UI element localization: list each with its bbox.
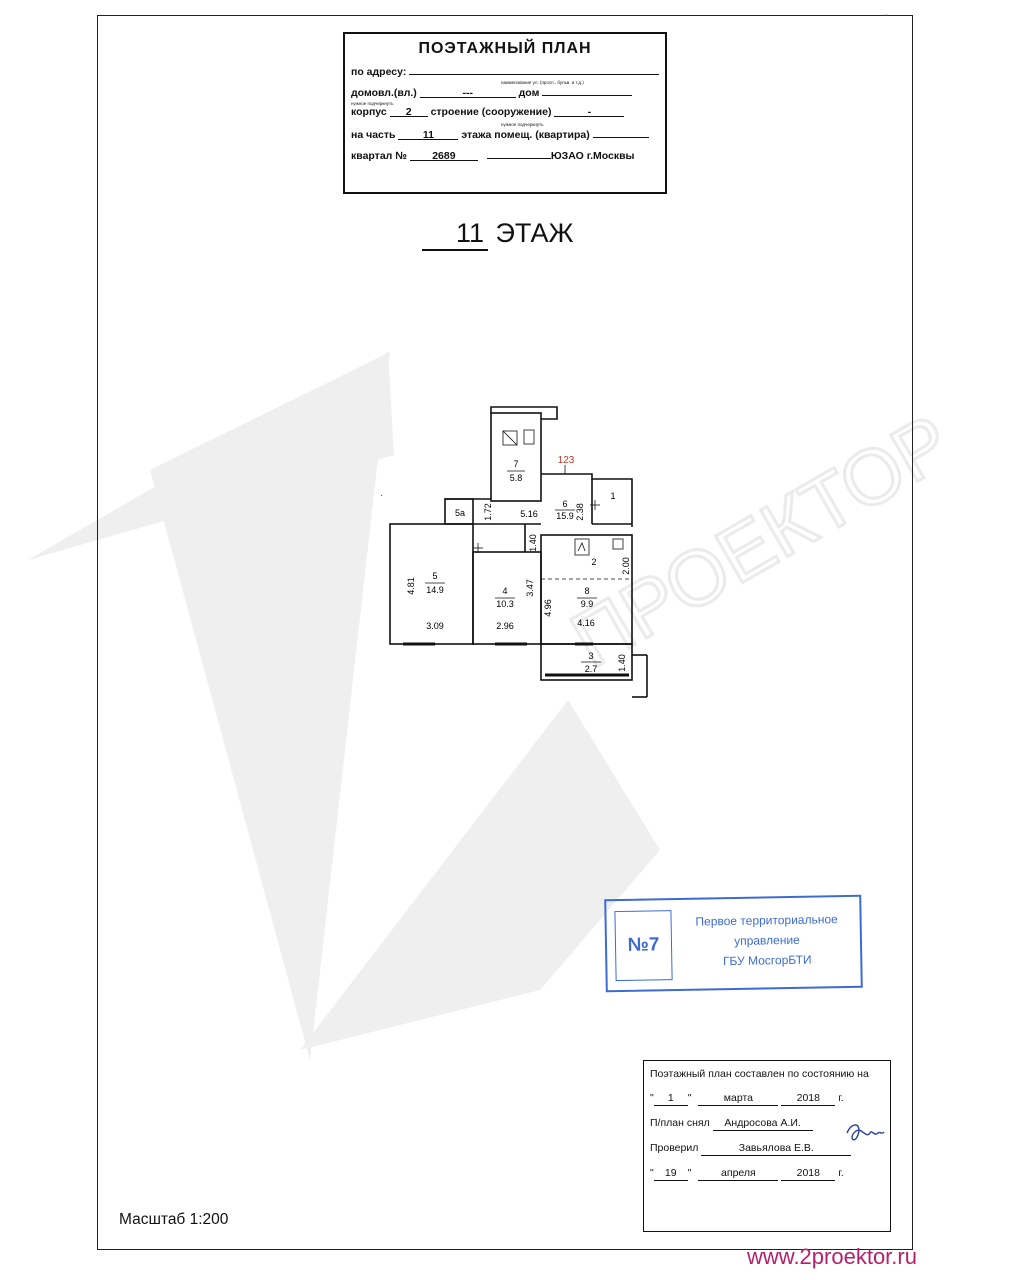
stove-fixture	[574, 538, 590, 556]
dom-label: дом	[518, 87, 540, 99]
chast-label: на часть	[351, 129, 396, 141]
sheet-border	[97, 15, 913, 1250]
room-4-area: 10.3	[496, 599, 514, 609]
room-6-id: 6	[562, 499, 567, 509]
room-3-id: 3	[588, 651, 593, 661]
chast-field: 11	[398, 127, 459, 141]
signature	[846, 1124, 885, 1141]
checked-name: Завьялова Е.В.	[701, 1141, 852, 1156]
dim-1-40-b: 1.40	[617, 654, 627, 672]
info-title: Поэтажный план составлен по состоянию на	[650, 1068, 869, 1080]
chast-row: на часть 11 этажа помещ. (квартира)	[351, 125, 659, 146]
shaft-outline	[490, 406, 558, 420]
dim-3-09: 3.09	[426, 621, 444, 631]
checked-row: Проверил Завьялова Е.В.	[650, 1141, 884, 1156]
dim-1-72: 1.72	[483, 503, 493, 521]
room-3-area: 2.7	[585, 664, 598, 674]
surveyed-label: П/план снял	[650, 1117, 710, 1129]
sink-kitchen-fixture	[612, 538, 624, 550]
floor-title: 11 ЭТАЖ	[422, 218, 573, 251]
room-6-area: 15.9	[556, 511, 574, 521]
kvartal-field: 2689	[409, 148, 478, 162]
corner-mark: ˇ	[884, 14, 888, 25]
dim-2-38: 2.38	[575, 503, 585, 521]
domovl-hint: нужное подчеркнуть	[351, 101, 394, 106]
stamp-number: №7	[614, 910, 673, 982]
date2-suffix: г.	[838, 1167, 844, 1179]
sink-fixture	[523, 429, 535, 445]
address-label: по адресу:	[351, 66, 407, 78]
domovl-field: ---	[419, 85, 516, 99]
header-box: ПОЭТАЖНЫЙ ПЛАН по адресу: наименование у…	[343, 32, 667, 194]
surveyed-row: П/план снял Андросова А.И.	[650, 1116, 884, 1131]
date2-day: 19	[653, 1166, 688, 1181]
room-1-id: 1	[610, 491, 615, 501]
room-7-area: 5.8	[510, 473, 523, 483]
floor-plan: 123 7 5.8 6 15.9 1 5а 2 5 14.9 4 10.3 8 …	[389, 406, 648, 698]
dim-2-96: 2.96	[496, 621, 514, 631]
stroenie-field: -	[554, 104, 625, 118]
korpus-row: корпус 2 строение (сооружение) - нужное …	[351, 104, 659, 127]
surveyed-name: Андросова А.И.	[712, 1116, 813, 1131]
survey-info-box: Поэтажный план составлен по состоянию на…	[643, 1060, 891, 1232]
room-7-outline	[490, 412, 542, 502]
date1-suffix: г.	[838, 1092, 844, 1104]
domovl-label: домовл.(вл.)	[351, 87, 417, 99]
date1-month: марта	[698, 1091, 779, 1106]
kvartal-row: квартал № 2689 ЮЗАО г.Москвы	[351, 146, 659, 167]
date1-row: "1" марта 2018 г.	[650, 1091, 844, 1106]
shower-fixture	[502, 430, 518, 446]
dim-4-96: 4.96	[543, 599, 553, 617]
room-8-id: 8	[584, 586, 589, 596]
chast-suffix: этажа помещ. (квартира)	[461, 129, 590, 141]
korpus-label: корпус	[351, 106, 387, 118]
stamp-line-1: Первое территориальное	[695, 912, 838, 929]
address-row: по адресу: наименование ул. (просп., бул…	[351, 62, 660, 85]
floor-label: ЭТАЖ	[495, 218, 574, 248]
address-field	[409, 62, 660, 75]
date1-day: 1	[653, 1091, 688, 1106]
district-blank	[486, 146, 551, 159]
address-hint: наименование ул. (просп., бульв. и т.д.)	[501, 80, 584, 85]
dim-3-47: 3.47	[525, 579, 535, 597]
room-5-id: 5	[432, 571, 437, 581]
date2-month: апреля	[698, 1166, 779, 1181]
kvartal-label: квартал №	[351, 150, 407, 162]
korpus-field: 2	[389, 104, 428, 118]
dot-mark: ·	[380, 490, 384, 501]
domovl-row: домовл.(вл.) --- дом нужное подчеркнуть	[351, 83, 659, 106]
room-5-area: 14.9	[426, 585, 444, 595]
date1-year: 2018	[781, 1091, 836, 1106]
floor-number: 11	[422, 218, 488, 251]
stamp-line-3: ГБУ МосгорБТИ	[722, 952, 812, 969]
stamp-text: Первое территориальное управление ГБУ Мо…	[676, 909, 857, 972]
room-8-area: 9.9	[581, 599, 594, 609]
dim-4-16: 4.16	[577, 618, 595, 628]
room-4-id: 4	[502, 586, 507, 596]
scale-label: Масштаб 1:200	[119, 1211, 229, 1228]
dim-1-40-a: 1.40	[528, 534, 538, 552]
room-5a-id: 5а	[455, 508, 465, 518]
chast-extra-field	[592, 125, 649, 138]
bti-stamp: №7 Первое территориальное управление ГБУ…	[604, 894, 863, 993]
date2-row: "19" апреля 2018 г.	[650, 1166, 844, 1181]
room-2-id: 2	[591, 557, 596, 567]
dom-field	[542, 83, 633, 96]
district-value: ЮЗАО г.Москвы	[550, 150, 635, 162]
dim-4-81: 4.81	[406, 577, 416, 595]
apartment-number: 123	[558, 455, 575, 466]
korpus-hint: нужное подчеркнуть	[501, 122, 544, 127]
dim-5-16: 5.16	[520, 509, 538, 519]
dim-2-00: 2.00	[621, 557, 631, 575]
date2-year: 2018	[781, 1166, 836, 1181]
stroenie-label: строение (сооружение)	[430, 106, 552, 118]
header-title: ПОЭТАЖНЫЙ ПЛАН	[418, 40, 592, 57]
website-link[interactable]: www.2proektor.ru	[747, 1244, 917, 1269]
checked-label: Проверил	[650, 1142, 699, 1154]
room-7-id: 7	[513, 459, 518, 469]
